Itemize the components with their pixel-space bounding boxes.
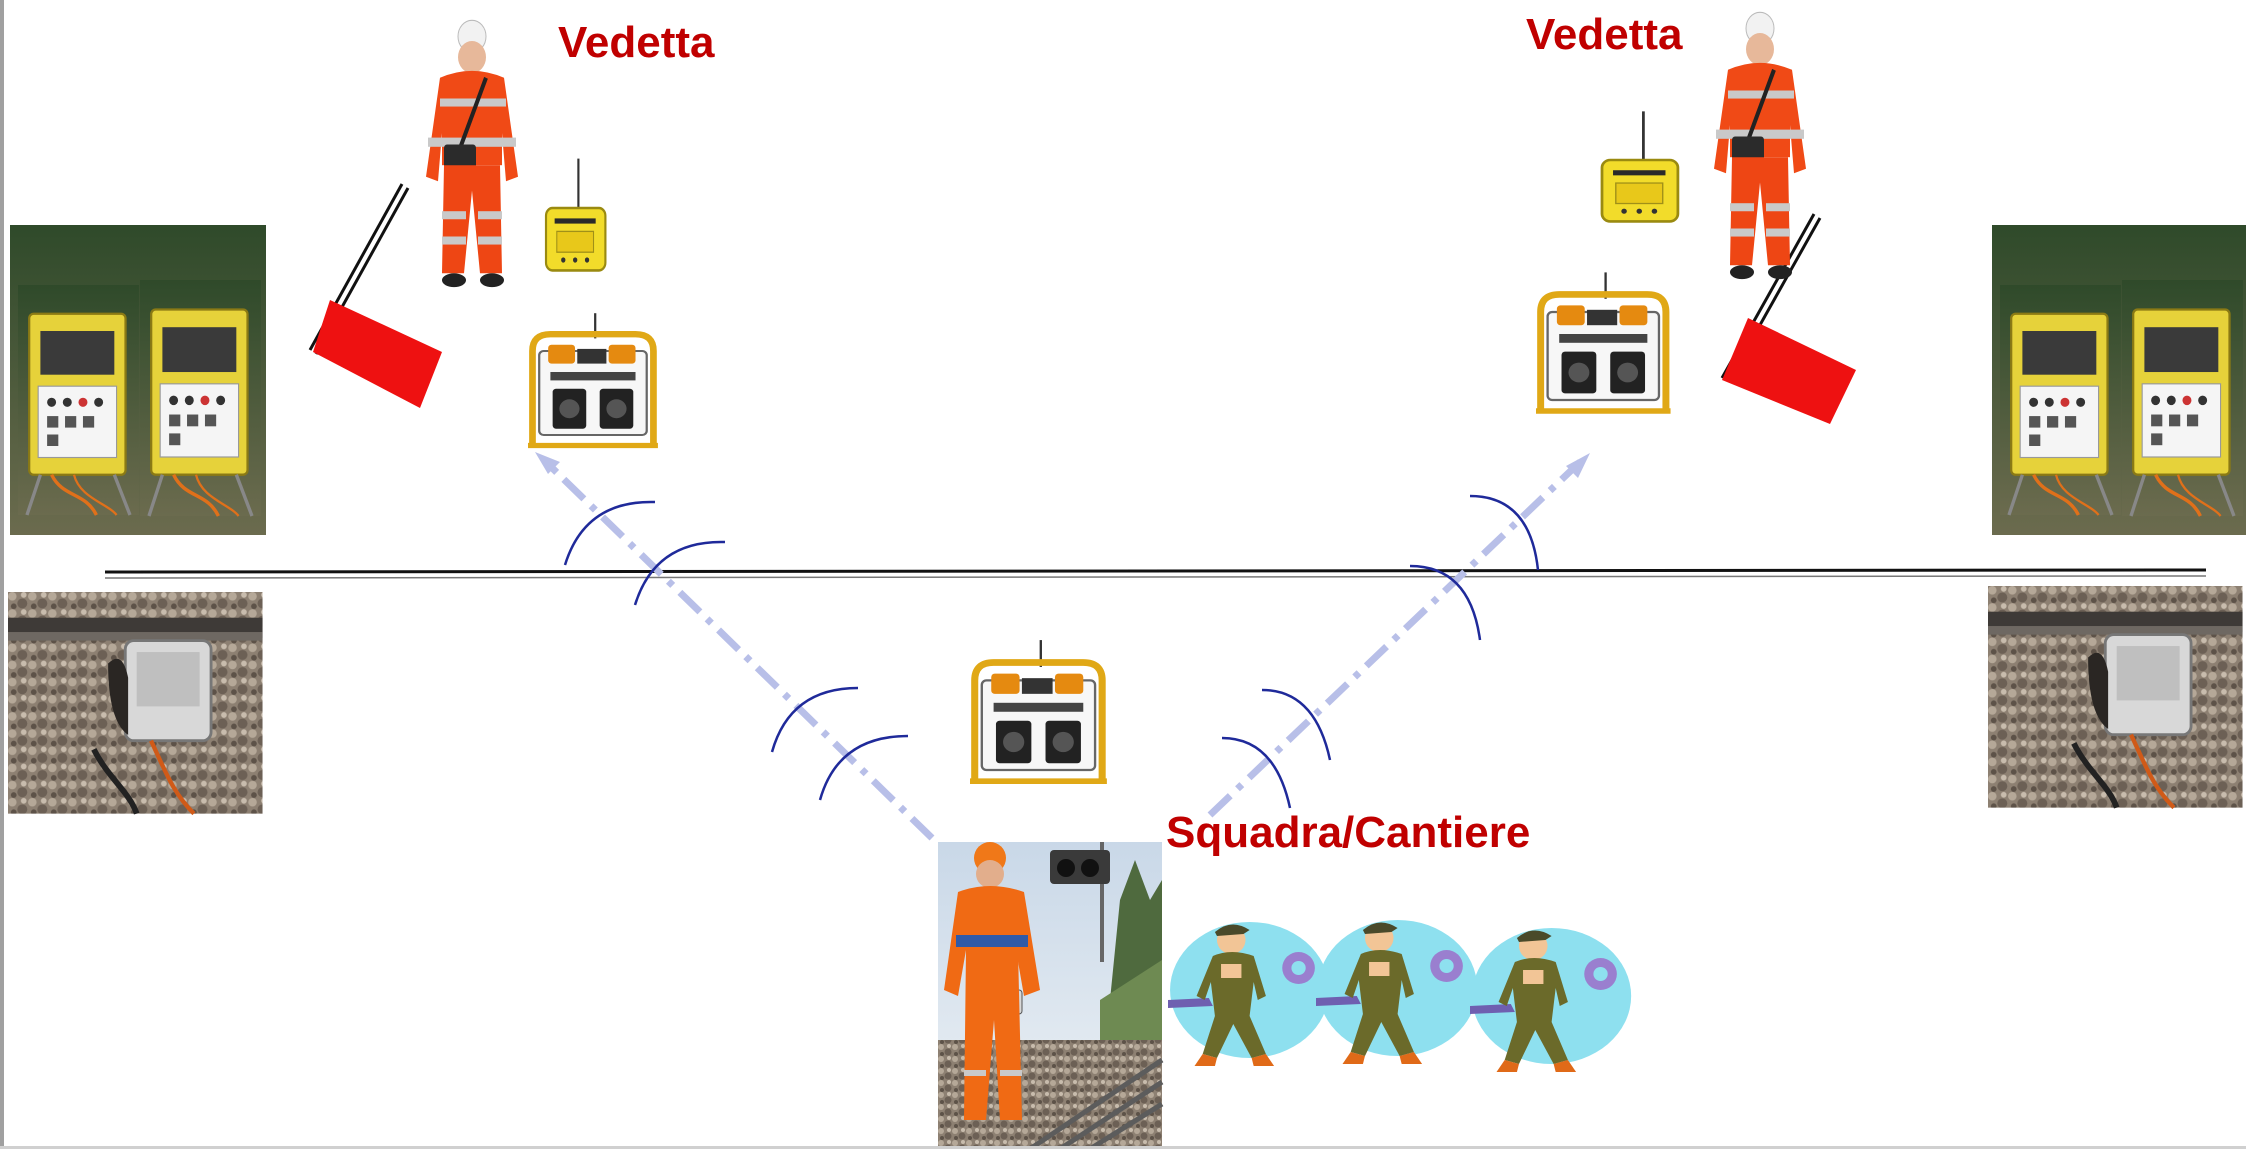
slide-bottom-border bbox=[0, 1146, 2246, 1149]
radio-link-right bbox=[1207, 453, 1590, 818]
track-sensor-photo-left bbox=[8, 592, 263, 814]
warning-siren-unit-icon-left bbox=[528, 313, 658, 445]
radio-link-left bbox=[535, 452, 935, 841]
team-worker-photo bbox=[938, 842, 1164, 1149]
trackside-control-cabinet-photo-right bbox=[1992, 225, 2246, 535]
mechanic-clipart-icon-1 bbox=[1168, 922, 1330, 1066]
lookout-label-left: Vedetta bbox=[558, 18, 715, 67]
trackside-control-cabinet-photo-left bbox=[10, 225, 266, 535]
track-sensor-photo-right bbox=[1988, 586, 2243, 808]
track-line bbox=[104, 568, 2207, 579]
lookout-worker-left-photo bbox=[426, 20, 518, 287]
lookout-label-right: Vedetta bbox=[1526, 10, 1683, 59]
mechanic-clipart-icon-3 bbox=[1470, 928, 1632, 1072]
mechanic-clipart-icon-2 bbox=[1316, 920, 1478, 1064]
radio-wave-arcs bbox=[563, 494, 1540, 809]
handheld-radio-icon-left bbox=[544, 157, 607, 272]
warning-siren-unit-icon-right bbox=[1536, 272, 1671, 411]
warning-siren-unit-icon-center bbox=[970, 640, 1107, 781]
red-flag-left bbox=[308, 183, 442, 408]
team-label: Squadra/Cantiere bbox=[1166, 808, 1531, 857]
slide-left-border bbox=[0, 0, 4, 1149]
handheld-radio-icon-right bbox=[1600, 109, 1680, 223]
red-flag-right bbox=[1720, 213, 1856, 424]
lookout-worker-right-photo bbox=[1714, 12, 1806, 279]
